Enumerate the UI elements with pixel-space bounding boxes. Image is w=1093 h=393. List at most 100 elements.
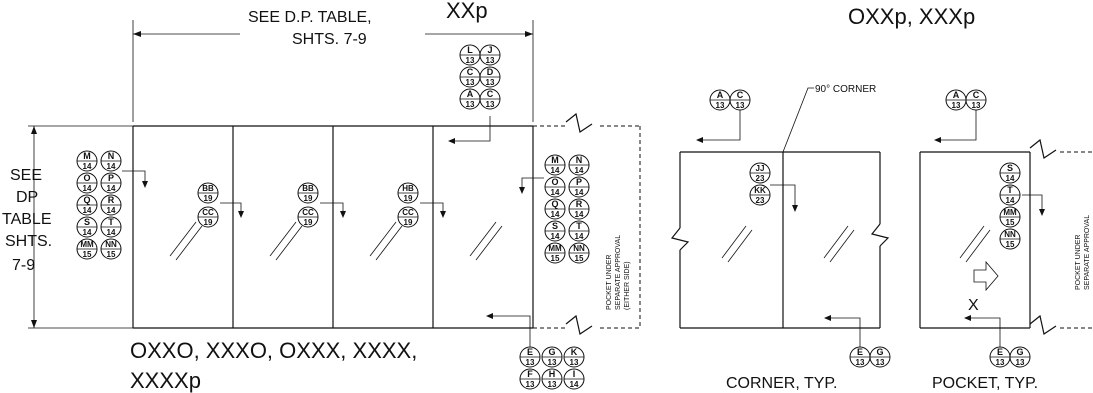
svg-text:CC: CC [202,208,214,217]
detail-bubble-k-13: K13 [563,346,585,368]
detail-bubble-g-13: G13 [541,346,563,368]
svg-text:H: H [549,369,556,379]
left-dimension [28,125,133,329]
svg-text:I: I [573,369,576,379]
svg-text:14: 14 [551,210,560,219]
svg-text:T: T [1007,185,1013,195]
svg-text:13: 13 [570,358,579,367]
svg-text:13: 13 [876,358,885,367]
detail-bubble-c-13: C13 [965,89,987,111]
svg-text:14: 14 [83,184,92,193]
svg-text:E: E [527,347,533,357]
svg-text:13: 13 [526,380,535,389]
main-elevation [132,112,641,335]
pocket-typ-label: POCKET, TYP. [932,375,1038,392]
svg-text:15: 15 [1006,218,1015,227]
detail-bubble-c-13: C13 [729,89,751,111]
detail-bubble-e-13: E13 [519,346,541,368]
svg-text:S: S [552,221,558,231]
shts-label: SHTS. [5,233,52,250]
detail-bubble-o-14: O14 [544,176,566,198]
detail-bubble-n-14: N14 [100,150,122,172]
svg-text:19: 19 [404,194,413,203]
svg-text:19: 19 [404,218,413,227]
svg-text:13: 13 [548,358,557,367]
svg-text:C: C [467,67,474,77]
detail-bubble-l-13: L13 [459,44,481,66]
detail-bubble-p-14: P14 [100,172,122,194]
svg-text:15: 15 [575,254,584,263]
svg-text:O: O [551,177,558,187]
svg-text:14: 14 [551,188,560,197]
svg-text:13: 13 [486,78,495,87]
svg-text:23: 23 [756,196,765,205]
svg-text:13: 13 [736,101,745,110]
svg-text:23: 23 [756,174,765,183]
svg-text:13: 13 [972,101,981,110]
detail-bubble-e-13: E13 [849,346,871,368]
svg-text:F: F [527,369,533,379]
svg-text:G: G [1016,347,1023,357]
svg-text:A: A [953,90,960,100]
svg-text:19: 19 [304,218,313,227]
svg-text:14: 14 [1006,174,1015,183]
svg-text:19: 19 [204,218,213,227]
oxxp-xxxp-label: OXXp, XXXp [848,4,975,29]
svg-text:13: 13 [856,358,865,367]
svg-text:14: 14 [575,166,584,175]
corner-90-label: 90° CORNER [815,84,876,95]
sheets-7-9-label: SHTS. 7-9 [292,31,367,48]
svg-text:13: 13 [466,56,475,65]
detail-bubble-g-13: G13 [1009,346,1031,368]
detail-bubble-a-13: A13 [709,89,731,111]
configs-line-1: OXXO, XXXO, OXXX, XXXX, [130,338,417,363]
glass-hatch-marks [169,221,503,261]
svg-text:13: 13 [996,358,1005,367]
detail-bubble-j-13: J13 [479,44,501,66]
corner-detail [670,87,890,357]
svg-text:13: 13 [952,101,961,110]
svg-text:S: S [1007,163,1013,173]
svg-text:JJ: JJ [756,164,765,173]
svg-text:19: 19 [304,194,313,203]
svg-text:R: R [108,195,115,205]
dp-label: DP [16,189,38,206]
detail-bubble-s-14: S14 [544,220,566,242]
detail-bubble-m-14: M14 [76,150,98,172]
svg-text:14: 14 [107,184,116,193]
svg-text:14: 14 [107,162,116,171]
svg-text:13: 13 [526,358,535,367]
svg-text:D: D [487,67,494,77]
svg-text:13: 13 [466,78,475,87]
svg-text:BB: BB [302,184,314,193]
svg-text:13: 13 [548,380,557,389]
svg-text:14: 14 [1006,196,1015,205]
svg-text:K: K [571,347,578,357]
svg-text:MM: MM [80,240,94,249]
svg-text:HB: HB [402,184,414,193]
corner-typ-label: CORNER, TYP. [726,375,837,392]
see-dp-table-label: SEE D.P. TABLE, [248,9,372,26]
detail-bubble-d-13: D13 [479,66,501,88]
svg-text:13: 13 [466,100,475,109]
svg-text:SEPARATE APPROVAL: SEPARATE APPROVAL [1084,215,1091,290]
xxp-label: XXp [446,0,488,23]
svg-text:CC: CC [402,208,414,217]
svg-text:MM: MM [548,244,562,253]
detail-bubble-q-14: Q14 [76,194,98,216]
detail-bubble-r-14: R14 [100,194,122,216]
svg-text:C: C [737,90,744,100]
svg-text:14: 14 [83,162,92,171]
svg-text:G: G [548,347,555,357]
svg-text:N: N [108,151,115,161]
svg-text:POCKET UNDER: POCKET UNDER [606,255,613,311]
detail-bubble-s-14: S14 [999,162,1021,184]
detail-bubble-c-13: C13 [479,88,501,110]
